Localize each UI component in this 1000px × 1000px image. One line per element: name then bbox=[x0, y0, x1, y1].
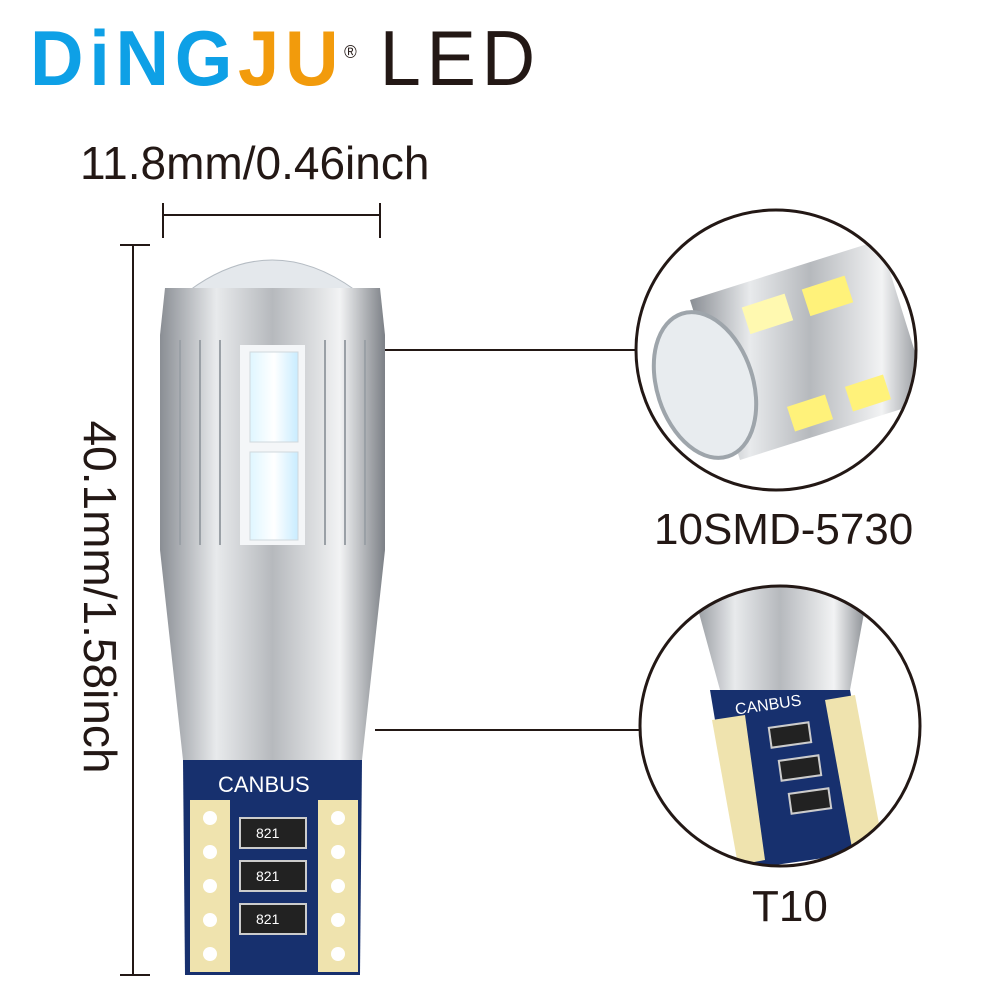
zoom-circle-led bbox=[634, 208, 918, 492]
width-dimension-label: 11.8mm/0.46inch bbox=[80, 137, 430, 189]
logo-part-led: LED bbox=[379, 14, 541, 102]
bulb-main bbox=[160, 259, 385, 975]
width-dimension-line bbox=[162, 203, 381, 238]
logo-part-dingju-blue: DiNG bbox=[30, 14, 239, 102]
height-dimension-line bbox=[120, 244, 150, 976]
brand-logo: DiNGJU®LED bbox=[30, 18, 541, 98]
canbus-label: CANBUS bbox=[218, 772, 310, 797]
zoom-circle-base bbox=[638, 584, 922, 868]
height-dimension-label: 40.1mm/1.58inch bbox=[74, 420, 126, 774]
resistor-code: 821 bbox=[256, 825, 280, 841]
resistor-code: 821 bbox=[256, 911, 280, 927]
resistor-code: 821 bbox=[256, 868, 280, 884]
logo-part-ju-orange: JU bbox=[238, 14, 345, 102]
base-type-label: T10 bbox=[752, 882, 828, 931]
registered-mark: ® bbox=[344, 42, 363, 62]
led-type-label: 10SMD-5730 bbox=[654, 505, 914, 554]
